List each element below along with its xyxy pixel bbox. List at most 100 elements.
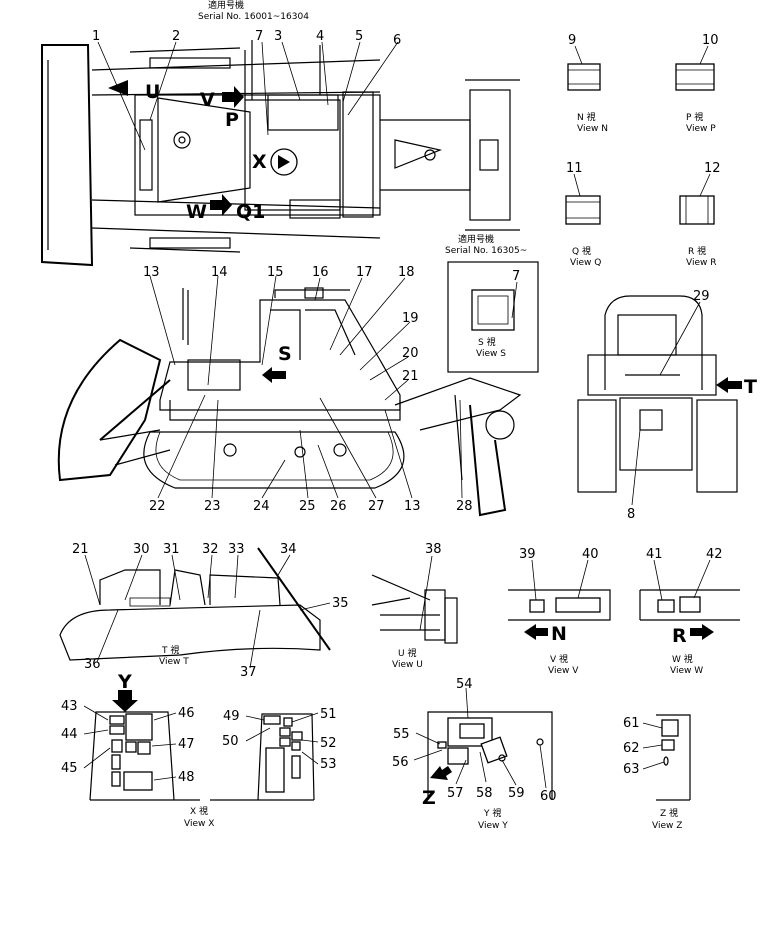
part-4: 4 — [316, 29, 324, 44]
svg-text:T 視: T 視 — [161, 644, 179, 656]
svg-text:R 視: R 視 — [688, 245, 706, 257]
view-v: 39 40 N V 視 View V — [508, 547, 611, 676]
svg-text:Z 視: Z 視 — [660, 807, 678, 819]
part-19: 19 — [402, 311, 419, 326]
part-29: 29 — [693, 289, 710, 304]
part-2: 2 — [172, 29, 180, 44]
part-41: 41 — [646, 547, 663, 562]
svg-text:View W: View W — [670, 666, 703, 676]
part-28: 28 — [456, 499, 473, 514]
part-26: 26 — [330, 499, 347, 514]
part-54: 54 — [456, 677, 473, 692]
svg-text:View Q: View Q — [570, 258, 601, 268]
view-y: Z 54 55 56 57 58 59 60 Y 視 View Y — [392, 677, 557, 831]
part-35: 35 — [332, 596, 349, 611]
part-45: 45 — [61, 761, 78, 776]
serial-top-jp: 適用号機 — [208, 0, 244, 11]
side-view-machine: S 13 14 15 16 17 18 19 20 21 22 23 24 25… — [57, 265, 522, 517]
part-1: 1 — [92, 29, 100, 44]
view-w: 41 42 R W 視 View W — [639, 547, 740, 676]
view-letter-N: N — [551, 623, 567, 645]
svg-text:X 視: X 視 — [190, 805, 208, 817]
part-10: 10 — [702, 33, 719, 48]
view-letter-W: W — [186, 201, 207, 223]
view-s-panel: 適用号機 Serial No. 16305~ 7 S 視 View S — [445, 233, 539, 373]
part-17: 17 — [356, 265, 373, 280]
part-59: 59 — [508, 786, 525, 801]
part-5: 5 — [355, 29, 363, 44]
view-t: 21 30 31 32 33 34 35 36 37 T 視 View T — [59, 542, 349, 680]
part-31: 31 — [163, 542, 180, 557]
part-51: 51 — [320, 707, 337, 722]
part-18: 18 — [398, 265, 415, 280]
part-56: 56 — [392, 755, 409, 770]
part-62: 62 — [623, 741, 640, 756]
part-22: 22 — [149, 499, 166, 514]
svg-text:View Z: View Z — [652, 821, 682, 831]
svg-text:View R: View R — [686, 258, 716, 268]
rear-view-machine: 29 8 T — [577, 289, 757, 522]
part-40: 40 — [582, 547, 599, 562]
part-13-b: 13 — [404, 499, 421, 514]
part-23: 23 — [204, 499, 221, 514]
part-60: 60 — [540, 789, 557, 804]
part-32: 32 — [202, 542, 219, 557]
part-44: 44 — [61, 727, 78, 742]
svg-text:View N: View N — [577, 124, 608, 134]
part-48: 48 — [178, 770, 195, 785]
part-6: 6 — [393, 33, 401, 48]
part-57: 57 — [447, 786, 464, 801]
view-letter-T: T — [744, 376, 757, 398]
svg-text:View S: View S — [476, 349, 506, 359]
part-14: 14 — [211, 265, 228, 280]
part-7-s: 7 — [512, 269, 520, 284]
part-43: 43 — [61, 699, 78, 714]
part-8: 8 — [627, 507, 635, 522]
part-30: 30 — [133, 542, 150, 557]
part-50: 50 — [222, 734, 239, 749]
part-47: 47 — [178, 737, 195, 752]
part-46: 46 — [178, 706, 195, 721]
svg-text:View U: View U — [392, 660, 423, 670]
view-z: 61 62 63 Z 視 View Z — [623, 714, 691, 831]
part-21-t: 21 — [72, 542, 89, 557]
part-33: 33 — [228, 542, 245, 557]
part-11: 11 — [566, 161, 583, 176]
part-49: 49 — [223, 709, 240, 724]
part-20: 20 — [402, 346, 419, 361]
serial-mid-range: Serial No. 16305~ — [445, 246, 527, 256]
svg-text:Y 視: Y 視 — [483, 807, 501, 819]
part-13: 13 — [143, 265, 160, 280]
view-x: Y 43 44 45 46 47 48 49 50 51 52 53 X 視 V… — [61, 671, 337, 829]
svg-text:View X: View X — [184, 819, 214, 829]
svg-text:View V: View V — [548, 666, 579, 676]
part-3: 3 — [274, 29, 282, 44]
view-letter-Q1: Q1 — [236, 201, 265, 223]
view-u: 38 U 視 View U — [371, 542, 458, 670]
svg-text:View Y: View Y — [478, 821, 508, 831]
svg-text:N 視: N 視 — [577, 111, 596, 123]
part-7-top: 7 — [255, 29, 263, 44]
part-52: 52 — [320, 736, 337, 751]
part-55: 55 — [393, 727, 410, 742]
part-37: 37 — [240, 665, 257, 680]
view-letter-R: R — [672, 625, 687, 647]
svg-text:P 視: P 視 — [686, 111, 703, 123]
view-letter-X: X — [252, 151, 267, 173]
part-15: 15 — [267, 265, 284, 280]
svg-text:W 視: W 視 — [672, 653, 693, 665]
top-view-machine: 適用号機 Serial No. 16001~16304 U V P X W Q1… — [41, 0, 520, 267]
part-63: 63 — [623, 762, 640, 777]
svg-text:Q 視: Q 視 — [572, 245, 591, 257]
view-letter-Y: Y — [117, 671, 132, 693]
part-27: 27 — [368, 499, 385, 514]
svg-text:V 視: V 視 — [550, 653, 568, 665]
small-views: 9 N 視 View N 10 P 視 View P 11 Q 視 View Q… — [565, 33, 721, 268]
serial-mid-jp: 適用号機 — [458, 233, 494, 245]
part-58: 58 — [476, 786, 493, 801]
part-12: 12 — [704, 161, 721, 176]
svg-text:S 視: S 視 — [478, 336, 496, 348]
part-34: 34 — [280, 542, 297, 557]
part-16: 16 — [312, 265, 329, 280]
part-9: 9 — [568, 33, 576, 48]
